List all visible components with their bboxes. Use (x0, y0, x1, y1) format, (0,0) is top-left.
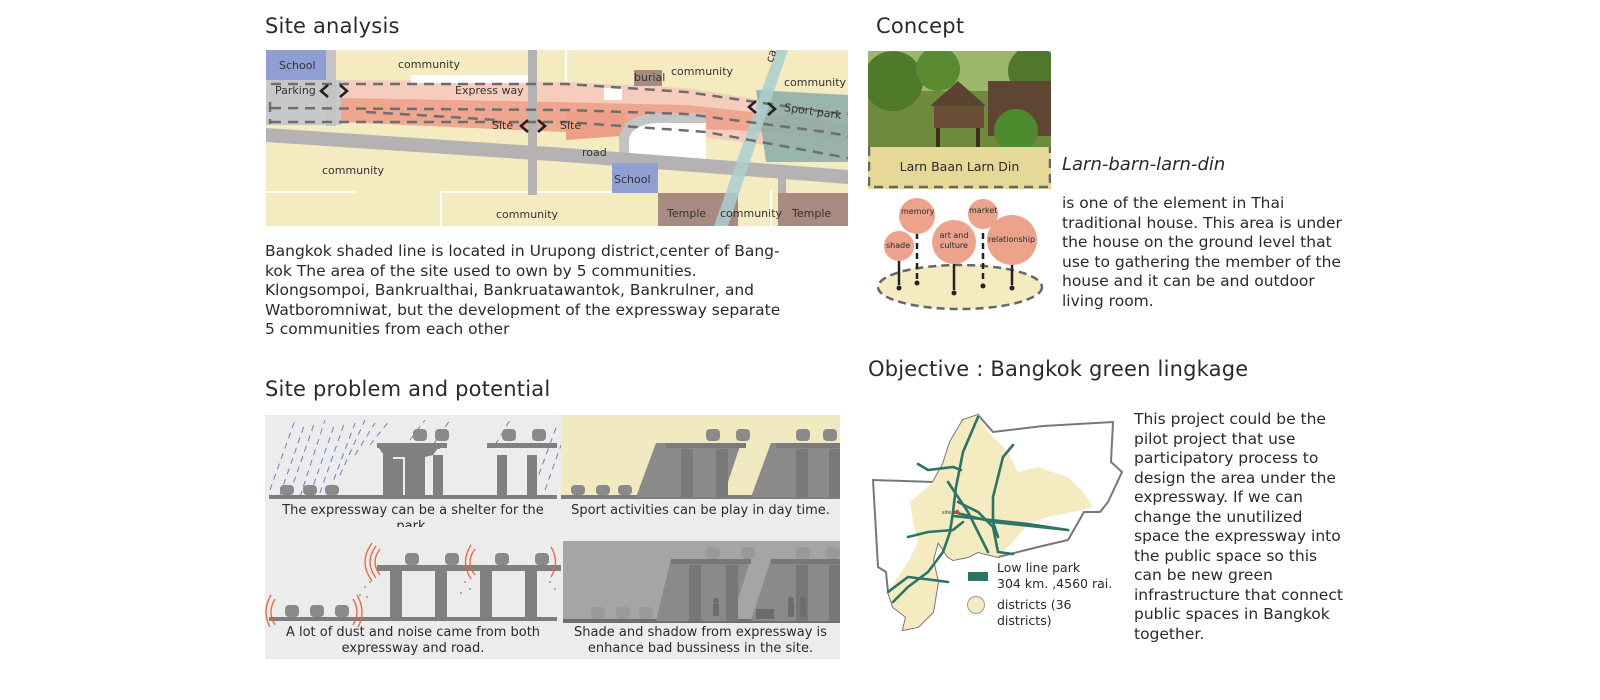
concept-bubble-diagram: memory market shade art and culture rela… (870, 195, 1050, 313)
people-icons (713, 597, 806, 619)
label-site: Site (492, 119, 514, 132)
bangkok-map: site Low line park 304 km. ,4560 rai. di… (868, 412, 1130, 652)
bubble-label-shade: shade (886, 241, 911, 250)
concept-photo: Larn Baan Larn Din (868, 51, 1051, 189)
bubble-art-and-culture (932, 220, 976, 264)
car-icons (285, 553, 549, 617)
panel-caption: A lot of dust and noise came from both e… (285, 625, 541, 656)
concept-description: is one of the element in Thai traditiona… (1062, 194, 1342, 310)
bubble-diagram-graphic (876, 198, 1044, 311)
concept-bubbles (884, 198, 1037, 265)
site-problem-heading: Site problem and potential (265, 377, 551, 401)
concept-heading: Concept (876, 14, 965, 38)
label-parking: Parking (275, 84, 316, 97)
problem-panel-sport: Sport activities can be play in day time… (561, 415, 840, 527)
map-site-label: site (942, 510, 951, 516)
bubble-label-relationship: relationship (988, 235, 1036, 244)
expressway-pillars (377, 443, 557, 497)
bubble-label-market: market (969, 206, 998, 215)
low-line-park-routes (886, 415, 1070, 604)
sport-daytime-illustration (561, 415, 840, 499)
label-community: community (398, 58, 461, 71)
panel-caption: The expressway can be a shelter for the … (282, 503, 544, 527)
problem-panel-shade: Shade and shadow from expressway is enha… (561, 527, 840, 659)
gathering-ground-ellipse (876, 263, 1044, 311)
bubble-label-art-and-culture: art and culture (939, 231, 969, 250)
label-school: School (614, 173, 651, 186)
bubble-market (968, 199, 998, 229)
burial-area (634, 70, 662, 86)
expressway-pillars (377, 565, 561, 617)
site-analysis-map: School community Parking Express way bur… (266, 50, 848, 226)
label-temple: Temple (667, 207, 707, 220)
legend-detail-low-line-park: 304 km. ,4560 rai. (997, 576, 1113, 591)
bubble-shade (884, 231, 914, 261)
panel-caption: Shade and shadow from expressway is enha… (574, 625, 827, 656)
label-site: Site (560, 119, 582, 132)
label-road: road (582, 146, 607, 159)
problem-panel-shelter: The expressway can be a shelter for the … (265, 415, 561, 527)
dashed-boundary (868, 147, 1051, 189)
label-temple: Temple (792, 207, 832, 220)
objective-description: This project could be the pilot project … (1134, 410, 1343, 643)
site-analysis-description: Bangkok shaded line is located in Urupon… (265, 242, 781, 338)
legend-swatch-districts (967, 596, 985, 614)
label-express-way: Express way (455, 84, 524, 97)
concept-term: Larn-barn-larn-din (1062, 154, 1226, 175)
canal (714, 50, 788, 226)
bubble-label-memory: memory (901, 207, 935, 216)
bubble-relationship (987, 215, 1037, 265)
legend-label-districts: districts (36 districts) (997, 597, 1072, 628)
problem-panel-dust-noise: A lot of dust and noise came from both e… (265, 527, 561, 659)
dust-noise-illustration (265, 542, 561, 630)
rain-icon (269, 419, 561, 498)
bidirectional-arrows (319, 84, 777, 133)
dust-particles (359, 581, 556, 598)
legend-swatch-low-line-park (968, 572, 988, 581)
site-marker (954, 509, 960, 515)
shade-shadow-illustration (563, 541, 840, 623)
noise-waves-icon (265, 542, 557, 630)
temple-area (778, 193, 848, 226)
label-community: community (720, 207, 783, 220)
bubble-memory (899, 198, 935, 234)
expressway-dashed-lines (268, 82, 848, 160)
label-burial: burial (634, 71, 666, 84)
site-analysis-heading: Site analysis (265, 14, 400, 38)
car-icons (571, 429, 837, 495)
label-community: community (784, 76, 847, 89)
rain-shelter-illustration (269, 419, 561, 499)
label-community: community (671, 65, 734, 78)
sport-park-area (756, 90, 848, 162)
thai-house-photo (868, 51, 1051, 189)
panel-caption: Sport activities can be play in day time… (571, 503, 830, 518)
car-icons (280, 429, 546, 495)
road-area (266, 128, 848, 184)
label-community: community (322, 164, 385, 177)
school-area (266, 50, 326, 80)
concept-photo-label: Larn Baan Larn Din (899, 159, 1020, 174)
car-icons (591, 547, 840, 619)
legend-label-low-line-park: Low line park (997, 560, 1081, 575)
label-community: community (496, 208, 559, 221)
label-school: School (279, 59, 316, 72)
school-area (612, 163, 658, 193)
site-map-graphic (266, 50, 848, 226)
objective-heading: Objective : Bangkok green lingkage (868, 357, 1249, 381)
bangkok-green-linkage-map: site (871, 413, 1124, 632)
